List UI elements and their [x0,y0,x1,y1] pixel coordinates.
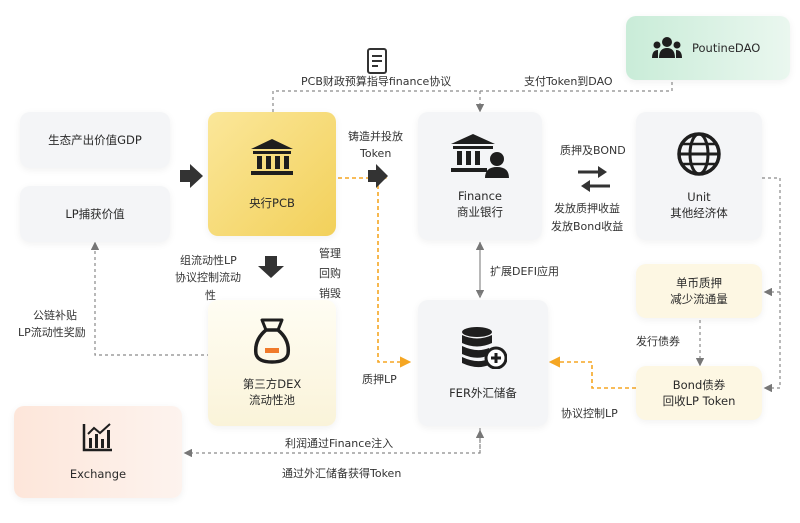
document-icon [366,48,388,78]
edge-unit-right [762,177,781,393]
label-issue-bond: 发行债券 [636,335,680,348]
unit-title: Unit [687,190,711,204]
arrow-mint-finance [368,164,388,188]
single-stake-title: 单币质押 [676,276,722,290]
label-mint-2: Token [360,147,392,160]
label-issue-stake: 发放质押收益 [554,202,620,215]
edge-pcb-budget [272,90,485,113]
node-poutine: PoutineDAO [626,16,790,80]
label-subsidy-1: 公链补贴 [33,309,77,322]
label-protocol-lp: 协议控制LP [561,407,618,420]
pcb-label: 央行PCB [249,196,295,210]
edge-subsidy [90,241,210,356]
database-add-icon [459,325,508,373]
label-gain-token: 通过外汇储备获得Token [282,467,402,480]
label-lp-control-1: 组流动性LP [180,254,237,267]
money-bag-icon [252,318,292,368]
finance-subtitle: 商业银行 [457,205,503,219]
fer-label: FER外汇储备 [449,386,517,400]
node-bond: Bond债券 回收LP Token [636,366,762,420]
node-dex: 第三方DEX 流动性池 [208,300,336,426]
bond-subtitle: 回收LP Token [662,394,736,408]
label-profit-inject: 利润通过Finance注入 [285,437,394,450]
label-subsidy-2: LP流动性奖励 [18,326,86,339]
arrow-pcb-dex [258,256,284,278]
label-stake-bond: 质押及BOND [560,144,626,157]
label-expand-defi: 扩展DEFI应用 [490,265,559,278]
dex-subtitle: 流动性池 [249,393,295,407]
edge-protocol-lp [548,356,636,389]
label-mint-1: 铸造并投放 [348,130,403,143]
node-finance: Finance 商业银行 [418,112,542,240]
bank-icon [249,137,295,181]
chart-icon [82,422,114,456]
label-burn: 销毁 [319,287,341,300]
exchange-label: Exchange [69,467,127,481]
label-pcb-budget: PCB财政预算指导finance协议 [301,75,452,88]
gdp-label: 生态产出价值GDP [48,133,142,147]
node-unit: Unit 其他经济体 [636,112,762,240]
lp-value-label: LP捕获价值 [65,207,125,221]
node-exchange: Exchange [14,406,182,498]
bank-user-icon [449,132,511,182]
globe-icon [676,131,722,181]
edge-pay-dao [480,71,677,92]
label-issue-bond-yield: 发放Bond收益 [551,220,624,233]
label-lp-control-3: 性 [205,289,216,302]
single-stake-subtitle: 减少流通量 [670,292,728,306]
arrows-finance-unit [578,166,610,192]
bond-title: Bond债券 [672,378,726,392]
node-lp-value: LP捕获价值 [20,186,170,242]
arrow-gdp-pcb [180,164,203,188]
group-icon [652,36,682,64]
label-buyback: 回购 [319,267,341,280]
label-pledge-lp: 质押LP [362,373,397,386]
node-fer: FER外汇储备 [418,300,548,426]
label-lp-control-2: 协议控制流动 [175,271,241,284]
node-pcb: 央行PCB [208,112,336,236]
label-manage: 管理 [319,247,341,260]
dex-title: 第三方DEX [242,377,302,391]
unit-subtitle: 其他经济体 [670,206,728,220]
finance-title: Finance [458,189,502,203]
label-pay-dao: 支付Token到DAO [524,75,613,88]
node-gdp: 生态产出价值GDP [20,112,170,168]
poutine-label: PoutineDAO [692,41,761,55]
node-single-stake: 单币质押 减少流通量 [636,264,762,318]
edge-pledge-lp [377,178,412,368]
